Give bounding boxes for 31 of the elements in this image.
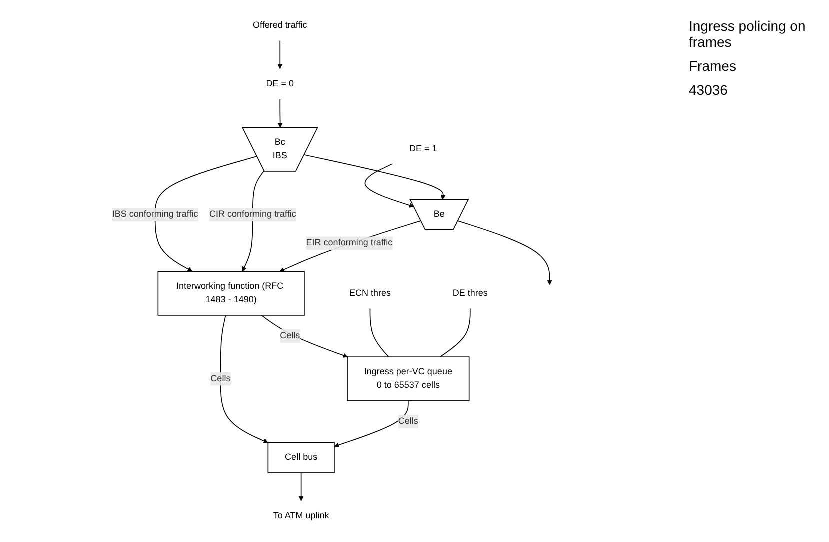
node-box: Ingress per-VC queue 0 to 65537 cells	[347, 356, 470, 402]
arrow	[458, 220, 552, 286]
note-text: Ingress policing on frames	[689, 18, 807, 50]
edge-label: Cells	[398, 416, 418, 426]
arrow	[154, 156, 258, 272]
edge-label: Cells	[210, 374, 231, 384]
node-text: DE thres	[452, 288, 488, 298]
arrow	[280, 220, 422, 272]
node-text: Offered traffic	[253, 20, 308, 30]
edge-label: Cells	[280, 331, 300, 341]
connector	[370, 308, 390, 358]
note-text: 43036	[689, 82, 729, 98]
arrow	[220, 315, 268, 444]
arrow	[334, 400, 409, 448]
node-text: DE = 1	[409, 144, 438, 154]
node-text: ECN thres	[349, 288, 391, 298]
edge-label: IBS conforming traffic	[112, 210, 198, 220]
note-text: Frames	[689, 58, 738, 74]
node-box: Interworking function (RFC 1483 - 1490)	[158, 271, 305, 316]
arrow	[278, 40, 283, 70]
arrow	[298, 472, 304, 502]
node-text: DE = 0	[266, 79, 294, 89]
connector	[440, 308, 471, 358]
arrow	[304, 154, 446, 200]
edge-label: EIR conforming traffic	[306, 238, 393, 248]
arrow	[278, 98, 283, 128]
node-box: Cell bus	[268, 442, 335, 474]
arrow	[364, 164, 414, 208]
arrow	[261, 315, 348, 358]
edge-label: CIR conforming traffic	[209, 210, 296, 220]
node-text: To ATM uplink	[273, 511, 330, 521]
